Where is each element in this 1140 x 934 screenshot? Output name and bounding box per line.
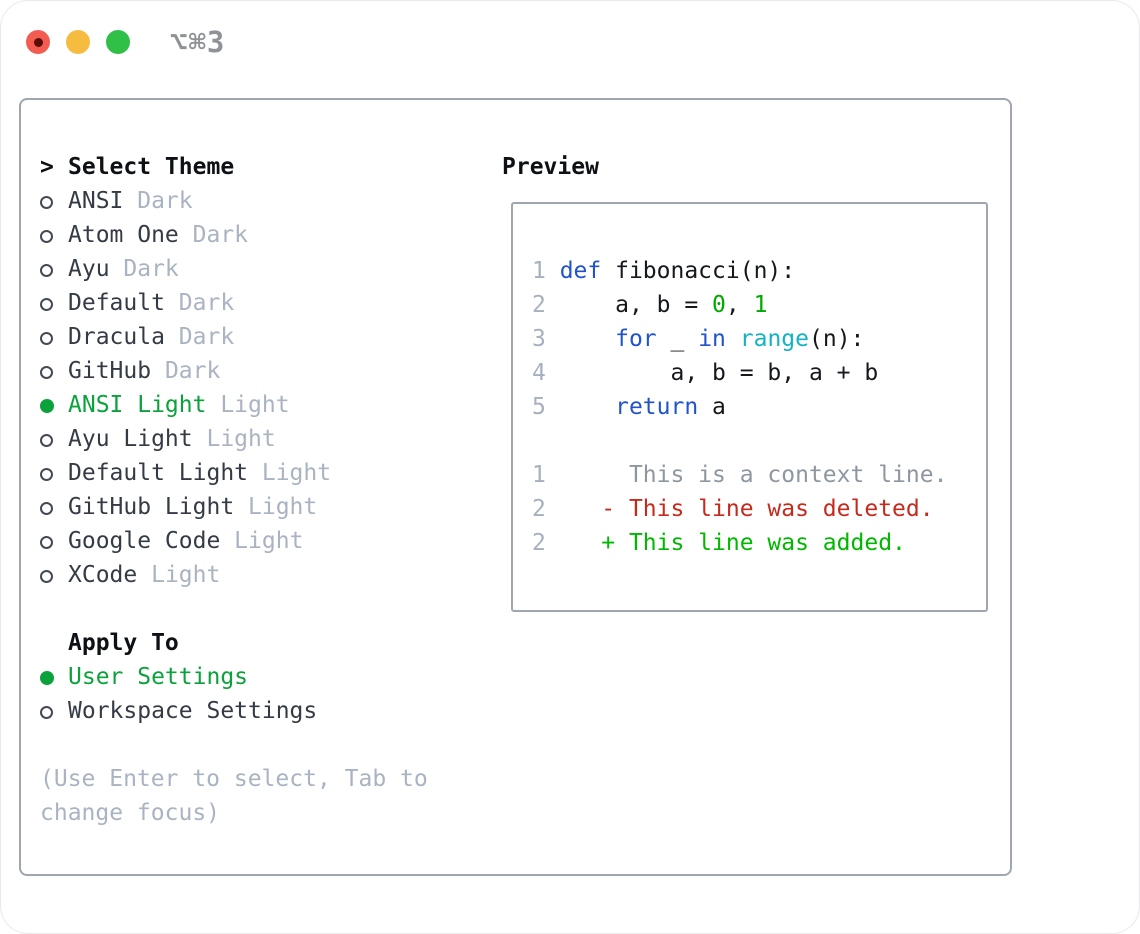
apply-option-user-settings[interactable]: User Settings: [40, 660, 317, 694]
theme-name: Default Light: [68, 460, 249, 486]
prompt-icon: >: [40, 154, 54, 180]
help-line: change focus): [40, 800, 221, 826]
apply-option-workspace-settings[interactable]: Workspace Settings: [40, 694, 317, 728]
theme-option-ansi-light[interactable]: ANSI Light Light: [40, 388, 331, 422]
code-line: 5 return a: [532, 394, 726, 420]
theme-variant: Light: [137, 562, 221, 588]
close-button[interactable]: [26, 30, 50, 54]
code-line: 2 + This line was added.: [532, 530, 906, 556]
window-title: ⌥⌘3: [170, 25, 226, 59]
theme-variant: Light: [234, 494, 318, 520]
theme-option-google-code[interactable]: Google Code Light: [40, 524, 331, 558]
radio-icon: [40, 434, 53, 447]
theme-name: Ayu Light: [68, 426, 193, 452]
help-line: (Use Enter to select, Tab to: [40, 766, 428, 792]
theme-name: GitHub: [68, 358, 152, 384]
theme-option-github[interactable]: GitHub Dark: [40, 354, 331, 388]
titlebar: ⌥⌘3: [26, 25, 225, 59]
code-line: [532, 424, 986, 458]
minimize-button[interactable]: [66, 30, 90, 54]
radio-icon: [40, 366, 53, 379]
radio-icon: [40, 264, 53, 277]
code-line: 2 - This line was deleted.: [532, 496, 934, 522]
radio-icon: [40, 332, 53, 345]
select-theme-header: > Select Theme: [40, 150, 331, 184]
apply-to-title: Apply To: [68, 630, 179, 656]
radio-icon: [40, 502, 53, 515]
radio-icon: [40, 570, 53, 583]
help-text: (Use Enter to select, Tab to change focus…: [40, 762, 428, 830]
radio-icon: [40, 671, 54, 685]
radio-icon: [40, 196, 53, 209]
radio-icon: [40, 230, 53, 243]
radio-icon: [40, 399, 54, 413]
theme-variant: Dark: [178, 222, 249, 248]
theme-option-github-light[interactable]: GitHub Light Light: [40, 490, 331, 524]
code-line: 2 a, b = 0, 1: [532, 292, 768, 318]
preview-box: 1 def fibonacci(n): 2 a, b = 0, 1 3 for _ …: [511, 202, 988, 612]
theme-option-xcode[interactable]: XCode Light: [40, 558, 331, 592]
theme-name: Atom One: [68, 222, 179, 248]
theme-name: GitHub Light: [68, 494, 235, 520]
theme-variant: Dark: [151, 358, 221, 384]
radio-icon: [40, 298, 53, 311]
close-dot-icon: [33, 37, 43, 47]
preview-code: 1 def fibonacci(n): 2 a, b = 0, 1 3 for _ …: [532, 254, 986, 560]
theme-name: Ayu: [68, 256, 110, 282]
theme-name: Google Code: [68, 528, 221, 554]
code-line: 1 This is a context line.: [532, 462, 948, 488]
theme-name: Dracula: [68, 324, 165, 350]
theme-variant: Dark: [164, 290, 235, 316]
select-theme-title: Select Theme: [68, 154, 235, 180]
theme-name: ANSI Light: [68, 392, 207, 418]
theme-variant: Light: [192, 426, 276, 452]
radio-icon: [40, 468, 53, 481]
radio-icon: [40, 706, 53, 719]
code-line: 3 for _ in range(n):: [532, 326, 865, 352]
theme-name: ANSI: [68, 188, 124, 214]
theme-variant: Light: [220, 528, 304, 554]
theme-variant: Dark: [164, 324, 235, 350]
theme-option-default[interactable]: Default Dark: [40, 286, 331, 320]
theme-option-dracula[interactable]: Dracula Dark: [40, 320, 331, 354]
apply-option-label: Workspace Settings: [68, 698, 318, 724]
code-line: 4 a, b = b, a + b: [532, 360, 879, 386]
theme-option-ayu-light[interactable]: Ayu Light Light: [40, 422, 331, 456]
theme-variant: Light: [206, 392, 290, 418]
apply-option-label: User Settings: [68, 664, 249, 690]
theme-variant: Dark: [123, 188, 193, 214]
theme-variant: Light: [248, 460, 332, 486]
theme-option-ayu[interactable]: Ayu Dark: [40, 252, 331, 286]
theme-option-default-light[interactable]: Default Light Light: [40, 456, 331, 490]
theme-name: XCode: [68, 562, 138, 588]
preview-heading: Preview: [502, 154, 599, 180]
theme-option-ansi[interactable]: ANSI Dark: [40, 184, 331, 218]
apply-to-header: Apply To: [40, 626, 317, 660]
zoom-button[interactable]: [106, 30, 130, 54]
theme-variant: Dark: [109, 256, 179, 282]
radio-icon: [40, 536, 53, 549]
code-line: 1 def fibonacci(n):: [532, 258, 796, 284]
theme-option-atom-one[interactable]: Atom One Dark: [40, 218, 331, 252]
theme-name: Default: [68, 290, 165, 316]
